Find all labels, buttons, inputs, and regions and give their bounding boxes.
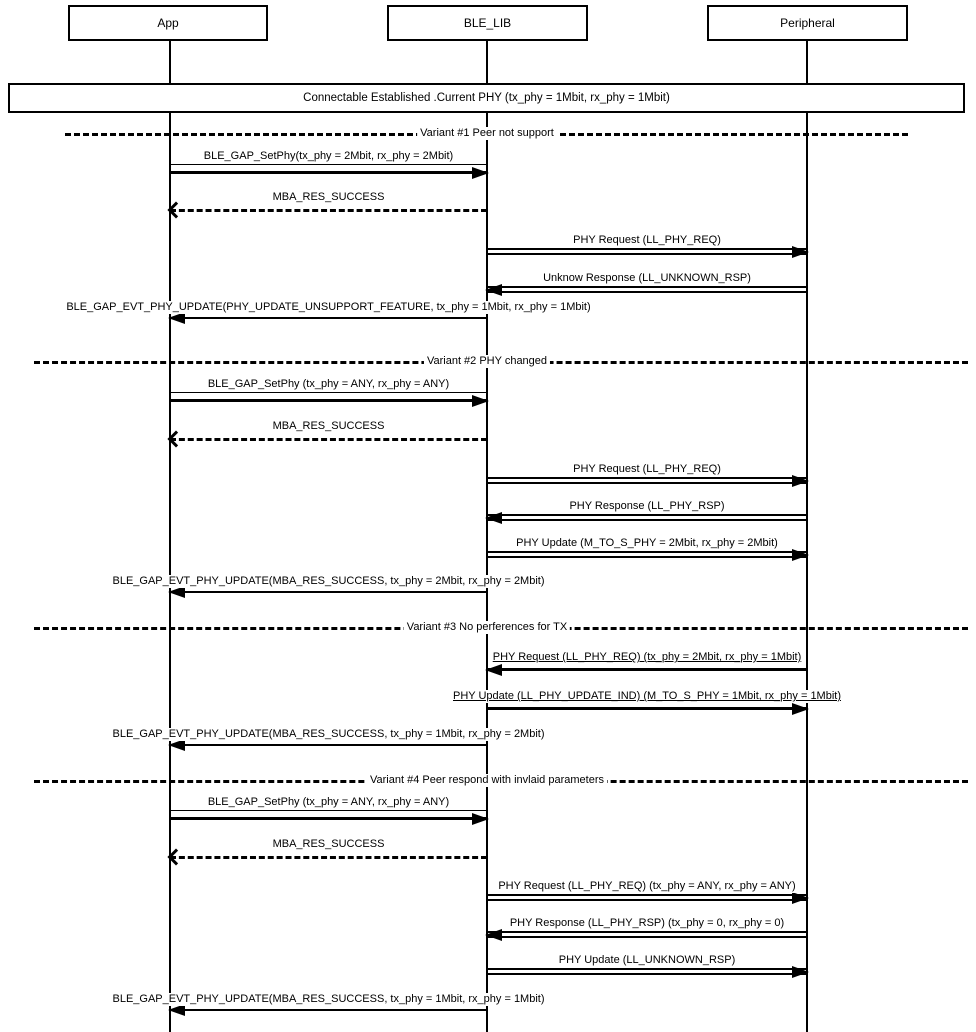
arrow-line: [487, 253, 807, 255]
arrow-line: [487, 931, 807, 933]
message-label: PHY Update (LL_UNKNOWN_RSP): [555, 954, 739, 967]
message-label: BLE_GAP_EVT_PHY_UPDATE(MBA_RES_SUCCESS, …: [109, 993, 548, 1006]
arrow-line: [487, 519, 807, 521]
message-label: MBA_RES_SUCCESS: [269, 191, 388, 204]
divider-label: Variant #2 PHY changed: [423, 355, 551, 368]
filled-arrowhead-icon: [168, 312, 185, 324]
message-label: PHY Request (LL_PHY_REQ): [570, 463, 724, 476]
actor-box-app: App: [68, 5, 268, 41]
lifeline-ble-lib: [486, 41, 488, 1032]
arrow-line: [487, 707, 807, 710]
filled-arrowhead-icon: [485, 664, 502, 676]
filled-arrowhead-icon: [472, 395, 489, 407]
lifeline-app: [169, 41, 171, 1032]
arrow-line: [487, 936, 807, 938]
dashed-arrow-line: [170, 856, 487, 859]
filled-arrowhead-icon: [792, 475, 809, 487]
filled-arrowhead-icon: [792, 703, 809, 715]
dashed-arrow-line: [170, 438, 487, 441]
actor-label: BLE_LIB: [463, 16, 512, 30]
arrow-line: [170, 399, 487, 402]
arrow-line: [170, 317, 487, 319]
filled-arrowhead-icon: [168, 739, 185, 751]
filled-arrowhead-icon: [792, 966, 809, 978]
filled-arrowhead-icon: [168, 1004, 185, 1016]
filled-arrowhead-icon: [485, 512, 502, 524]
filled-arrowhead-icon: [168, 586, 185, 598]
label-underline: [170, 810, 487, 811]
arrow-line: [487, 514, 807, 516]
arrow-line: [170, 171, 487, 174]
connection-banner: Connectable Established .Current PHY (tx…: [8, 83, 965, 113]
actor-label: Peripheral: [780, 16, 835, 30]
message-label: MBA_RES_SUCCESS: [269, 420, 388, 433]
arrow-line: [170, 817, 487, 820]
arrow-line: [170, 1009, 487, 1011]
filled-arrowhead-icon: [792, 549, 809, 561]
arrow-line: [487, 482, 807, 484]
divider-label: Variant #4 Peer respond with invlaid par…: [367, 774, 607, 787]
arrow-line: [487, 668, 807, 671]
message-label: PHY Request (LL_PHY_REQ): [570, 234, 724, 247]
message-label: BLE_GAP_EVT_PHY_UPDATE(MBA_RES_SUCCESS, …: [109, 728, 548, 741]
arrow-line: [487, 894, 807, 896]
arrow-line: [487, 286, 807, 288]
message-label: BLE_GAP_EVT_PHY_UPDATE(PHY_UPDATE_UNSUPP…: [63, 301, 594, 314]
arrow-line: [487, 968, 807, 970]
actor-label: App: [157, 16, 179, 30]
filled-arrowhead-icon: [792, 892, 809, 904]
message-label: BLE_GAP_EVT_PHY_UPDATE(MBA_RES_SUCCESS, …: [109, 575, 548, 588]
divider-label: Variant #3 No perferences for TX: [403, 621, 571, 634]
arrow-line: [170, 744, 487, 746]
message-label: BLE_GAP_SetPhy (tx_phy = ANY, rx_phy = A…: [204, 378, 453, 391]
actor-box-ble-lib: BLE_LIB: [387, 5, 588, 41]
message-label: PHY Update (LL_PHY_UPDATE_IND) (M_TO_S_P…: [449, 690, 845, 703]
connection-banner-label: Connectable Established .Current PHY (tx…: [303, 92, 670, 104]
arrow-line: [487, 291, 807, 293]
arrow-line: [487, 973, 807, 975]
arrow-line: [487, 556, 807, 558]
filled-arrowhead-icon: [792, 246, 809, 258]
filled-arrowhead-icon: [472, 813, 489, 825]
lifeline-peripheral: [806, 41, 808, 1032]
message-label: PHY Request (LL_PHY_REQ) (tx_phy = ANY, …: [495, 880, 799, 893]
arrow-line: [487, 551, 807, 553]
label-underline: [170, 392, 487, 393]
message-label: PHY Update (M_TO_S_PHY = 2Mbit, rx_phy =…: [513, 537, 781, 550]
dashed-arrow-line: [170, 209, 487, 212]
arrow-line: [487, 477, 807, 479]
message-label: Unknow Response (LL_UNKNOWN_RSP): [540, 272, 754, 285]
filled-arrowhead-icon: [472, 167, 489, 179]
filled-arrowhead-icon: [485, 284, 502, 296]
arrow-line: [487, 899, 807, 901]
filled-arrowhead-icon: [485, 929, 502, 941]
arrow-line: [487, 248, 807, 250]
message-label: PHY Response (LL_PHY_RSP) (tx_phy = 0, r…: [506, 917, 788, 930]
divider-label: Variant #1 Peer not support: [417, 127, 557, 140]
message-label: MBA_RES_SUCCESS: [269, 838, 388, 851]
label-underline: [170, 164, 487, 165]
message-label: BLE_GAP_SetPhy (tx_phy = ANY, rx_phy = A…: [204, 796, 453, 809]
message-label: BLE_GAP_SetPhy(tx_phy = 2Mbit, rx_phy = …: [200, 150, 457, 163]
actor-box-peripheral: Peripheral: [707, 5, 908, 41]
arrow-line: [170, 591, 487, 593]
message-label: PHY Request (LL_PHY_REQ) (tx_phy = 2Mbit…: [489, 651, 805, 664]
message-label: PHY Response (LL_PHY_RSP): [566, 500, 728, 513]
